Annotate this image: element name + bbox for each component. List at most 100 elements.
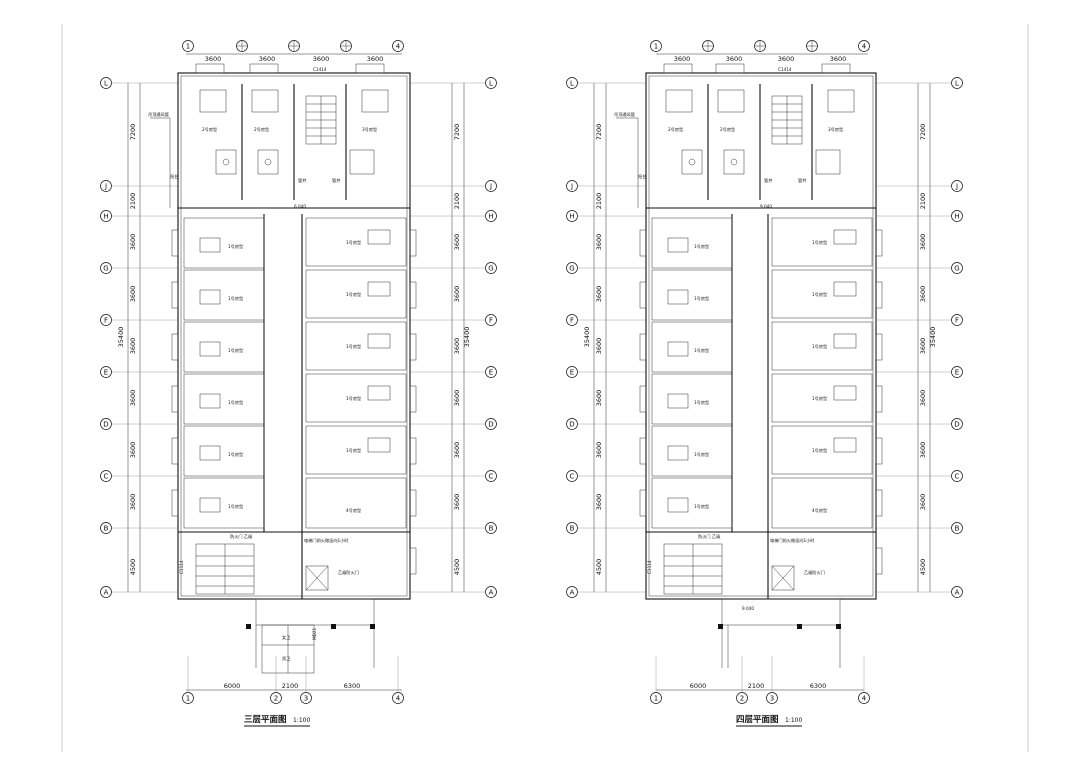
svg-text:3600: 3600 xyxy=(129,286,137,303)
svg-text:1号房型: 1号房型 xyxy=(812,343,827,350)
svg-text:1号房型: 1号房型 xyxy=(694,451,709,458)
svg-text:1号房型: 1号房型 xyxy=(812,239,827,246)
svg-text:J: J xyxy=(104,183,107,191)
svg-text:D: D xyxy=(103,421,108,429)
stair-note: 防火门 乙级 xyxy=(230,533,253,540)
svg-text:C: C xyxy=(489,473,494,481)
balcony-label: 阳台 xyxy=(170,173,178,180)
svg-text:1号房型: 1号房型 xyxy=(694,347,709,354)
svg-text:3600: 3600 xyxy=(129,494,137,511)
north-units: C1414 2号房型 2号房型 3号房型 阳台 管井 管井 吊顶通风管 6.04… xyxy=(148,63,389,209)
svg-text:C1114: C1114 xyxy=(647,560,652,574)
svg-text:E: E xyxy=(489,369,493,377)
north-room-label-1: 2号房型 xyxy=(202,126,217,133)
svg-text:D: D xyxy=(569,421,574,429)
svg-text:4500: 4500 xyxy=(595,559,603,576)
svg-text:B: B xyxy=(955,525,960,533)
svg-text:C: C xyxy=(570,473,575,481)
top-dim-4: 3600 xyxy=(367,55,384,63)
svg-text:1号房型: 1号房型 xyxy=(812,447,827,454)
svg-text:B: B xyxy=(104,525,109,533)
left-axis-bubbles: L J H G F E D C B A xyxy=(100,77,178,598)
svg-text:B: B xyxy=(570,525,575,533)
svg-text:2100: 2100 xyxy=(748,682,765,690)
svg-text:3600: 3600 xyxy=(919,234,927,251)
svg-text:1号房型: 1号房型 xyxy=(228,503,243,510)
west-room-label: 1号房型 xyxy=(228,243,243,250)
entrance-canopy: 女卫 男卫 MD21 xyxy=(246,598,375,674)
svg-text:3600: 3600 xyxy=(595,390,603,407)
svg-text:管井: 管井 xyxy=(764,177,772,184)
svg-text:3600: 3600 xyxy=(919,338,927,355)
entrance-canopy: 9.040 xyxy=(718,598,841,668)
extra-label-1: 女卫 xyxy=(282,634,290,641)
svg-text:35400: 35400 xyxy=(583,327,591,348)
svg-text:1号房型: 1号房型 xyxy=(694,243,709,250)
right-total-dim: 35400 xyxy=(463,327,471,348)
svg-text:1号房型: 1号房型 xyxy=(346,395,361,402)
right-dimension-chain: 7200 2100 3600 3600 3600 3600 3600 3600 … xyxy=(917,83,937,592)
svg-text:2100: 2100 xyxy=(595,193,603,210)
drawing-scale: 1:100 xyxy=(293,717,310,724)
svg-text:6000: 6000 xyxy=(224,682,241,690)
svg-text:4500: 4500 xyxy=(919,559,927,576)
fourth-floor-plan: 3600 3600 3600 3600 1 4 7200 2100 3600 3… xyxy=(566,40,963,727)
svg-text:1号房型: 1号房型 xyxy=(694,399,709,406)
elevation-mark-2: 9.040 xyxy=(742,606,754,611)
svg-text:H: H xyxy=(103,213,108,221)
south-core: 防火门 乙级 电梯门前火做竖向1小时 乙级防火门 C1114 xyxy=(179,533,417,595)
svg-text:3600: 3600 xyxy=(595,494,603,511)
building-walls xyxy=(177,72,411,600)
svg-text:3600: 3600 xyxy=(830,55,847,63)
top-dim-2: 3600 xyxy=(259,55,276,63)
window-tag: C1414 xyxy=(313,67,327,72)
building-walls xyxy=(645,72,877,600)
svg-text:3600: 3600 xyxy=(919,494,927,511)
svg-text:B: B xyxy=(489,525,494,533)
svg-text:4: 4 xyxy=(862,695,867,703)
svg-text:1号房型: 1号房型 xyxy=(228,399,243,406)
extra-label-2: 男卫 xyxy=(282,656,290,662)
svg-text:1: 1 xyxy=(654,695,658,703)
svg-text:4: 4 xyxy=(862,43,867,51)
svg-text:1号房型: 1号房型 xyxy=(812,291,827,298)
vent-note: 吊顶通风管 xyxy=(148,111,169,118)
north-room-label-2: 2号房型 xyxy=(254,126,269,133)
svg-text:C: C xyxy=(955,473,960,481)
svg-text:E: E xyxy=(104,369,108,377)
svg-text:J: J xyxy=(955,183,958,191)
svg-text:F: F xyxy=(570,317,574,325)
svg-text:2号房型: 2号房型 xyxy=(720,126,735,133)
svg-text:A: A xyxy=(955,589,960,597)
svg-text:2号房型: 2号房型 xyxy=(668,126,683,133)
svg-text:7200: 7200 xyxy=(453,124,461,141)
svg-text:9.040: 9.040 xyxy=(760,204,772,209)
svg-text:3600: 3600 xyxy=(129,442,137,459)
svg-text:F: F xyxy=(955,317,959,325)
svg-text:3600: 3600 xyxy=(129,390,137,407)
svg-text:1:100: 1:100 xyxy=(785,717,802,724)
svg-text:A: A xyxy=(104,589,109,597)
svg-text:3600: 3600 xyxy=(726,55,743,63)
svg-text:四层平面图: 四层平面图 xyxy=(736,715,779,725)
svg-text:1号房型: 1号房型 xyxy=(812,395,827,402)
svg-text:4500: 4500 xyxy=(453,559,461,576)
svg-text:D: D xyxy=(954,421,959,429)
svg-text:3: 3 xyxy=(770,695,774,703)
top-dim-1: 3600 xyxy=(205,55,222,63)
top-dim-3: 3600 xyxy=(313,55,330,63)
svg-text:7200: 7200 xyxy=(595,124,603,141)
svg-text:H: H xyxy=(569,213,574,221)
svg-text:J: J xyxy=(570,183,573,191)
svg-text:3600: 3600 xyxy=(453,442,461,459)
west-units: 1号房型 1号房型 1号房型 1号房型 1号房型 1号房型 xyxy=(171,217,265,529)
svg-text:3600: 3600 xyxy=(919,286,927,303)
east-units: 1号房型 1号房型 1号房型 1号房型 1号房型 4号房型 xyxy=(305,217,417,529)
extra-label-3: MD21 xyxy=(312,627,317,640)
svg-text:4: 4 xyxy=(396,695,401,703)
svg-text:3600: 3600 xyxy=(919,442,927,459)
bottom-dimension-line: 6000 2100 6300 1 2 3 4 xyxy=(650,656,870,704)
shaft-label: 管井 xyxy=(298,177,306,184)
svg-text:G: G xyxy=(103,265,108,273)
